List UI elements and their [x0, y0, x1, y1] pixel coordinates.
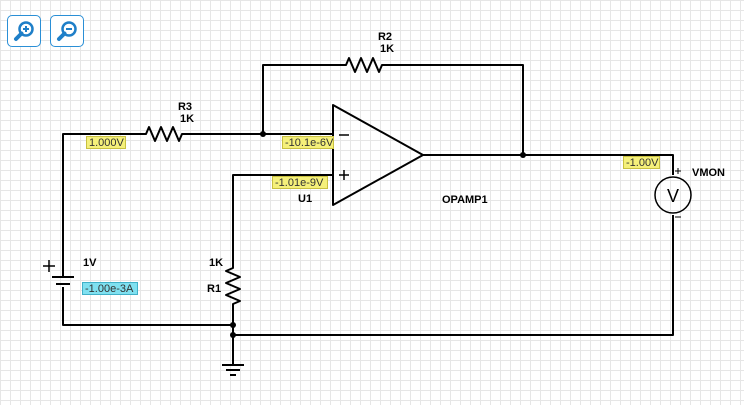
voltmeter-symbol: V: [667, 186, 679, 206]
zoom-in-button[interactable]: [7, 15, 41, 47]
zoom-in-icon: [14, 21, 34, 41]
opamp-ref: U1: [298, 193, 312, 205]
opamp-u1[interactable]: [332, 104, 424, 206]
junction-dots: [230, 131, 526, 338]
r2-name: R2: [378, 31, 392, 43]
opamp-name: OPAMP1: [442, 194, 488, 206]
r1-value: 1K: [209, 257, 223, 269]
resistor-r3[interactable]: [140, 126, 188, 142]
r3-name: R3: [178, 101, 192, 113]
probe-inverting-voltage[interactable]: -10.1e-6V: [282, 136, 334, 149]
voltmeter-name: VMON: [692, 167, 725, 179]
voltmeter-polarity-signs: [675, 168, 681, 218]
resistor-r2[interactable]: [340, 57, 385, 73]
zoom-out-icon: [57, 21, 77, 41]
battery-value: 1V: [83, 257, 97, 269]
opamp-pin-signs: [339, 134, 349, 180]
battery-source[interactable]: [52, 276, 74, 285]
probe-source-voltage[interactable]: 1.000V: [86, 136, 126, 149]
wires[interactable]: [62, 64, 674, 365]
probe-output-voltage[interactable]: -1.00V: [623, 156, 660, 169]
zoom-out-button[interactable]: [50, 15, 84, 47]
r2-value: 1K: [380, 43, 394, 55]
probe-noninverting-voltage[interactable]: -1.01e-9V: [272, 176, 328, 189]
ground-symbol: [222, 364, 244, 376]
resistor-r1[interactable]: [225, 265, 241, 305]
voltmeter-vmon[interactable]: [654, 176, 692, 214]
r1-name: R1: [207, 283, 221, 295]
battery-plus-sign: [43, 260, 55, 272]
r3-value: 1K: [180, 113, 194, 125]
probe-battery-current[interactable]: -1.00e-3A: [82, 282, 138, 295]
